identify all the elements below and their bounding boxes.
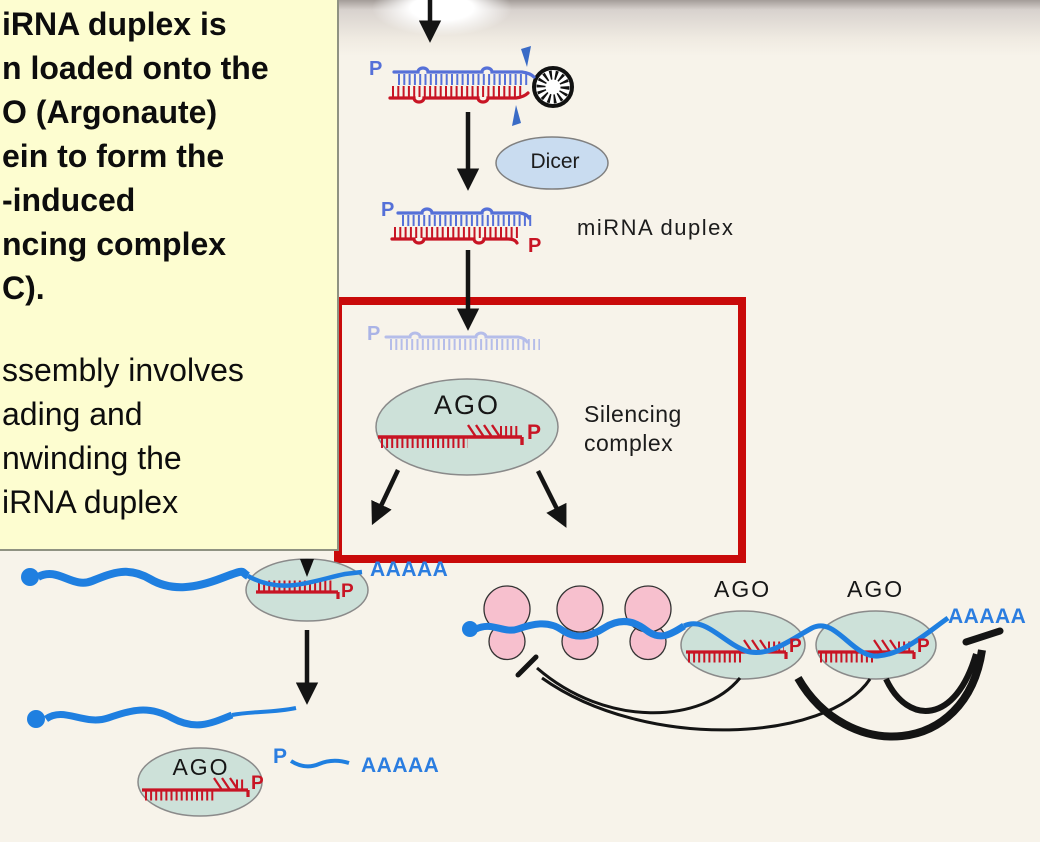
- ago-label: AGO: [433, 390, 500, 420]
- inhibition-arc-thick: [794, 649, 986, 741]
- pre-mirna-hairpin: [388, 46, 574, 126]
- silencing-complex: [375, 378, 559, 476]
- phosphate-label: P: [789, 636, 802, 657]
- cleavage-site-triangle-icon: [300, 559, 314, 577]
- phosphate-label: P: [369, 58, 383, 80]
- poly-a-label: AAAAA: [370, 558, 449, 581]
- phosphate-label: P: [341, 581, 354, 602]
- branch-arrow-right-icon: [535, 469, 567, 528]
- note-line: nwinding the: [2, 440, 182, 476]
- mrna-strand: [474, 618, 686, 640]
- mrna-cap-icon: [462, 621, 478, 637]
- dicer-cut-site-top-icon: [521, 46, 531, 67]
- note-line: n loaded onto the: [2, 50, 269, 86]
- mrna-strand: [682, 615, 950, 659]
- ago-label: AGO: [172, 754, 230, 780]
- silencing-complex-label: Silencing: [584, 401, 682, 427]
- inhibition-arc-thick: [883, 653, 979, 714]
- mrna-strand: [36, 567, 251, 592]
- dicer-cut-site-bottom-icon: [512, 105, 521, 126]
- ago-label: AGO: [714, 576, 772, 602]
- note-line: iRNA duplex is: [2, 6, 227, 42]
- note-line: ein to form the: [2, 138, 225, 174]
- phosphate-label: P: [273, 745, 288, 768]
- phosphate-label: P: [917, 636, 930, 657]
- dicer-enzyme-ellipse: [495, 136, 609, 190]
- phosphate-label: P: [381, 199, 395, 221]
- inhibition-arc-thin: [536, 666, 742, 715]
- phosphate-label: P: [367, 323, 381, 345]
- t-bar-icon: [962, 627, 1004, 646]
- poly-a-label: AAAAA: [361, 754, 440, 777]
- nucleus-glow: [372, 0, 512, 36]
- mrna-cap-icon: [21, 568, 39, 586]
- ago-ellipse: [375, 378, 559, 476]
- note-box: iRNA duplex is n loaded onto the O (Argo…: [0, 0, 339, 551]
- mrna-cap-icon: [27, 710, 45, 728]
- cleaved-mrna-5prime: [43, 706, 234, 729]
- phosphate-label: P: [528, 235, 542, 257]
- ago-label: AGO: [847, 576, 905, 602]
- released-ago-ellipse: [137, 747, 263, 817]
- passenger-strand-faded: [384, 331, 540, 350]
- note-line: O (Argonaute): [2, 94, 218, 130]
- mirna-duplex-structure: [390, 207, 534, 245]
- mirna-duplex-label: miRNA duplex: [577, 215, 735, 240]
- note-line: ssembly involves: [2, 352, 244, 388]
- t-bar-icon: [515, 654, 539, 678]
- note-line: -induced: [2, 182, 136, 218]
- phosphate-label: P: [527, 421, 542, 444]
- mrna-cleavage-branch: [21, 558, 369, 817]
- flow-arrows: [295, 0, 567, 705]
- translation-repression-branch: [462, 585, 1004, 741]
- branch-arrow-left-icon: [371, 469, 401, 526]
- inhibition-arc-thin: [541, 676, 872, 732]
- note-line: C).: [2, 270, 45, 306]
- terminal-loop-spokes: [536, 70, 570, 104]
- inhibition-arcs: [515, 627, 1004, 741]
- phosphate-label: P: [251, 773, 264, 794]
- cleaved-mrna-3prime: [289, 758, 350, 769]
- silencing-complex-label: complex: [584, 430, 674, 456]
- ribosome-icon: [483, 585, 672, 661]
- poly-a-label: AAAAA: [948, 605, 1027, 628]
- note-line: ading and: [2, 396, 143, 432]
- dicer-label: Dicer: [530, 150, 580, 173]
- note-line: ncing complex: [2, 226, 227, 262]
- note-line: iRNA duplex: [2, 484, 179, 520]
